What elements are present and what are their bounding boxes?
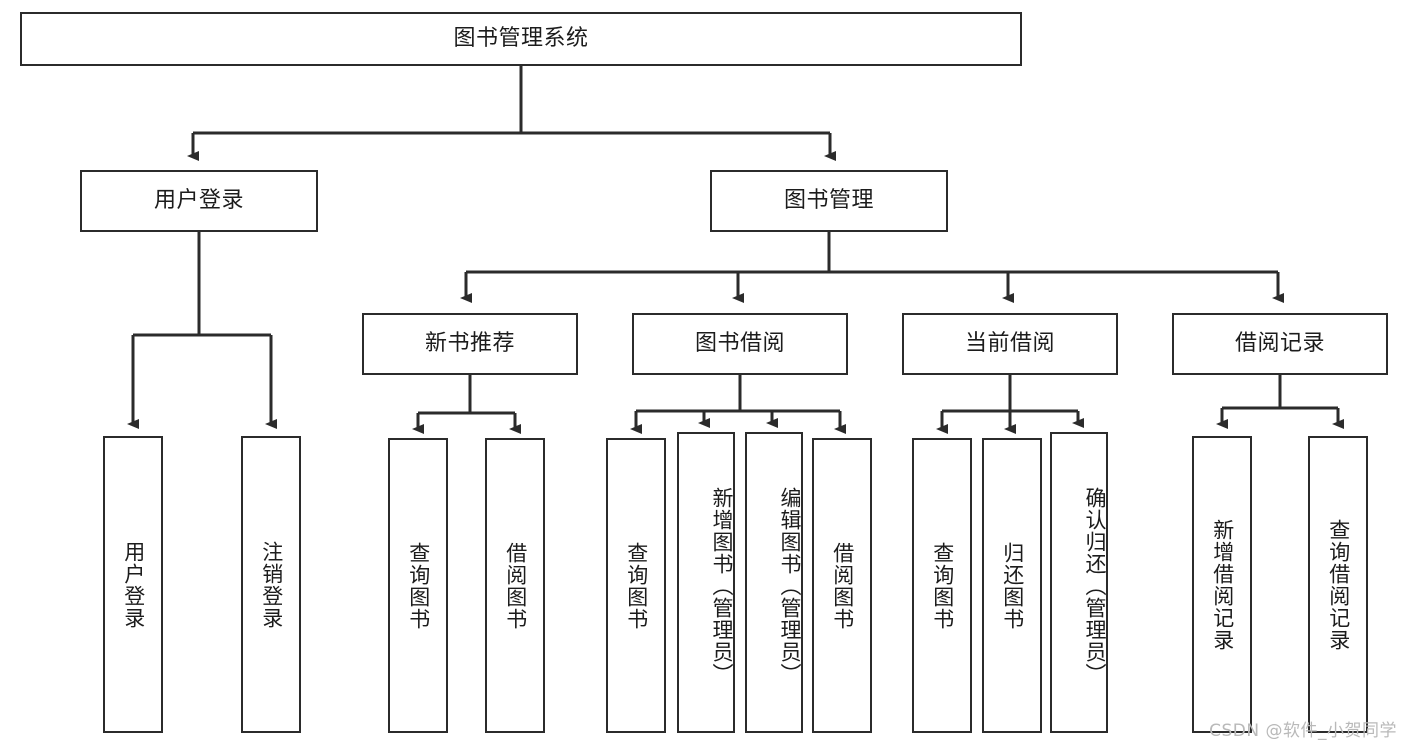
leaf-logout-login[interactable]: 注销登录	[241, 436, 301, 733]
node-label: 查询图书	[930, 541, 955, 630]
node-label: 新增图书（管理员）	[710, 486, 734, 685]
leaf-confirm-return-admin[interactable]: 确认归还（管理员）	[1050, 432, 1108, 733]
node-label: 图书管理	[783, 187, 874, 213]
leaf-user-login[interactable]: 用户登录	[103, 436, 163, 733]
leaf-query-book-borrow[interactable]: 查询图书	[606, 438, 666, 733]
node-label: 查询图书	[406, 541, 431, 630]
node-label: 查询借阅记录	[1326, 518, 1351, 651]
node-label: 图书借阅	[694, 330, 785, 356]
node-label: 用户登录	[121, 540, 146, 629]
node-label: 新书推荐	[424, 330, 515, 356]
leaf-return-book[interactable]: 归还图书	[982, 438, 1042, 733]
node-label: 编辑图书（管理员）	[778, 486, 802, 685]
node-label: 确认归还（管理员）	[1083, 486, 1107, 685]
node-user-login[interactable]: 用户登录	[80, 170, 318, 232]
leaf-borrow-book-recommend[interactable]: 借阅图书	[485, 438, 545, 733]
leaf-add-book-admin[interactable]: 新增图书（管理员）	[677, 432, 735, 733]
node-root-library-system[interactable]: 图书管理系统	[20, 12, 1022, 66]
node-borrow-record[interactable]: 借阅记录	[1172, 313, 1388, 375]
leaf-query-borrow-record[interactable]: 查询借阅记录	[1308, 436, 1368, 733]
node-label: 用户登录	[153, 187, 244, 213]
node-new-book-recommend[interactable]: 新书推荐	[362, 313, 578, 375]
node-label: 注销登录	[259, 540, 284, 629]
node-book-management[interactable]: 图书管理	[710, 170, 948, 232]
node-label: 借阅图书	[503, 541, 528, 630]
node-label: 借阅图书	[830, 541, 855, 630]
node-label: 借阅记录	[1234, 330, 1325, 356]
node-current-borrow[interactable]: 当前借阅	[902, 313, 1118, 375]
leaf-add-borrow-record[interactable]: 新增借阅记录	[1192, 436, 1252, 733]
node-label: 查询图书	[624, 541, 649, 630]
node-book-borrow[interactable]: 图书借阅	[632, 313, 848, 375]
node-label: 归还图书	[1000, 541, 1025, 630]
node-label: 图书管理系统	[453, 25, 589, 51]
node-label: 当前借阅	[964, 330, 1055, 356]
leaf-query-book-current[interactable]: 查询图书	[912, 438, 972, 733]
leaf-query-book-recommend[interactable]: 查询图书	[388, 438, 448, 733]
csdn-watermark: CSDN @软件_小贺同学	[1209, 721, 1397, 741]
node-label: 新增借阅记录	[1210, 518, 1235, 651]
leaf-borrow-book[interactable]: 借阅图书	[812, 438, 872, 733]
leaf-edit-book-admin[interactable]: 编辑图书（管理员）	[745, 432, 803, 733]
